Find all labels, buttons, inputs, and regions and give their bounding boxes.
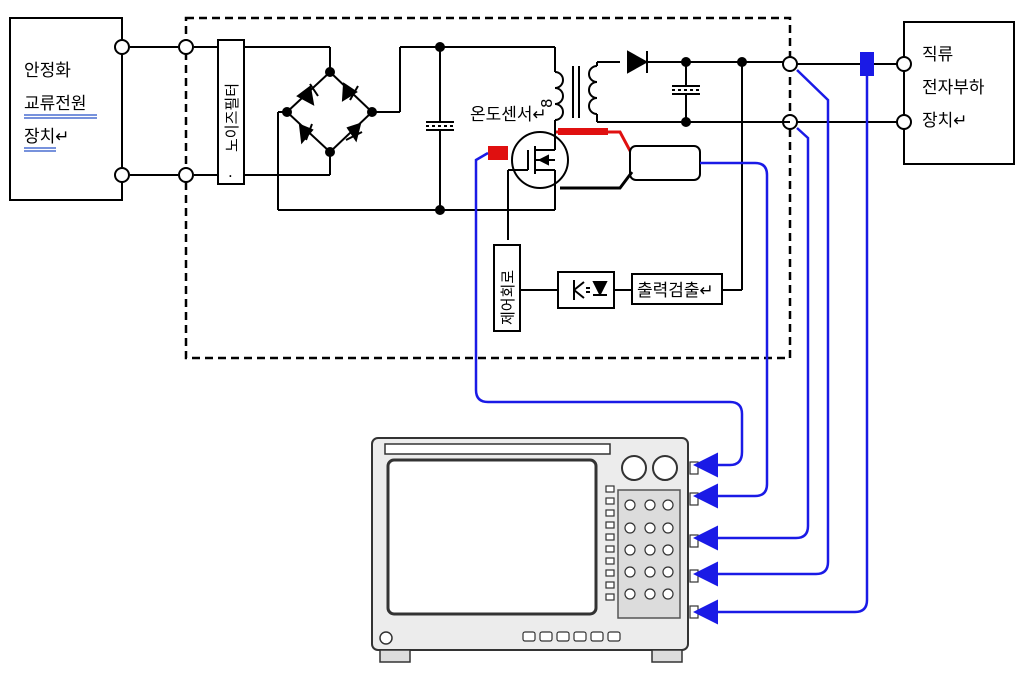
output-capacitor-icon <box>672 62 700 122</box>
output-detect-label: 출력검출↵ <box>637 281 714 301</box>
capacitor-icon <box>426 42 454 215</box>
output-detect-box: 출력검출↵ <box>631 273 723 305</box>
ac-source-label-2: 교류전원 <box>24 94 87 114</box>
ac-source-box: 안정화 교류전원 장치↵ <box>9 17 123 201</box>
control-circuit: 제어회로 <box>493 244 521 332</box>
temp-sensor-label: 온도센서↵ <box>470 105 547 125</box>
control-circuit-label: 제어회로 <box>499 270 517 325</box>
bridge-diode-icon <box>277 46 555 211</box>
dc-load-box: 직류 전자부하 장치↵ <box>903 21 1015 165</box>
transformer-icon: 8 <box>538 47 790 136</box>
probe-wires <box>474 69 869 625</box>
blue-current-probe <box>860 52 874 76</box>
power-supply-enclosure <box>184 16 792 360</box>
noise-filter-label: 노이즈필터 <box>223 83 241 152</box>
ac-source-label-3: 장치↵ <box>24 127 70 147</box>
oscilloscope-icon <box>371 437 699 663</box>
diode-icon <box>627 50 783 127</box>
photocoupler-icon <box>557 271 615 309</box>
current-probe <box>560 145 701 190</box>
noise-filter-mark: . <box>228 163 233 181</box>
svg-text:8: 8 <box>538 98 556 108</box>
noise-filter: 노이즈필터 . <box>217 39 245 185</box>
ac-source-label-1: 안정화 <box>24 61 71 81</box>
dc-load-label-2: 전자부하 <box>922 78 985 98</box>
mosfet-icon <box>507 131 569 240</box>
dc-load-label-1: 직류 <box>922 45 953 65</box>
dc-load-label-3: 장치↵ <box>922 111 968 131</box>
